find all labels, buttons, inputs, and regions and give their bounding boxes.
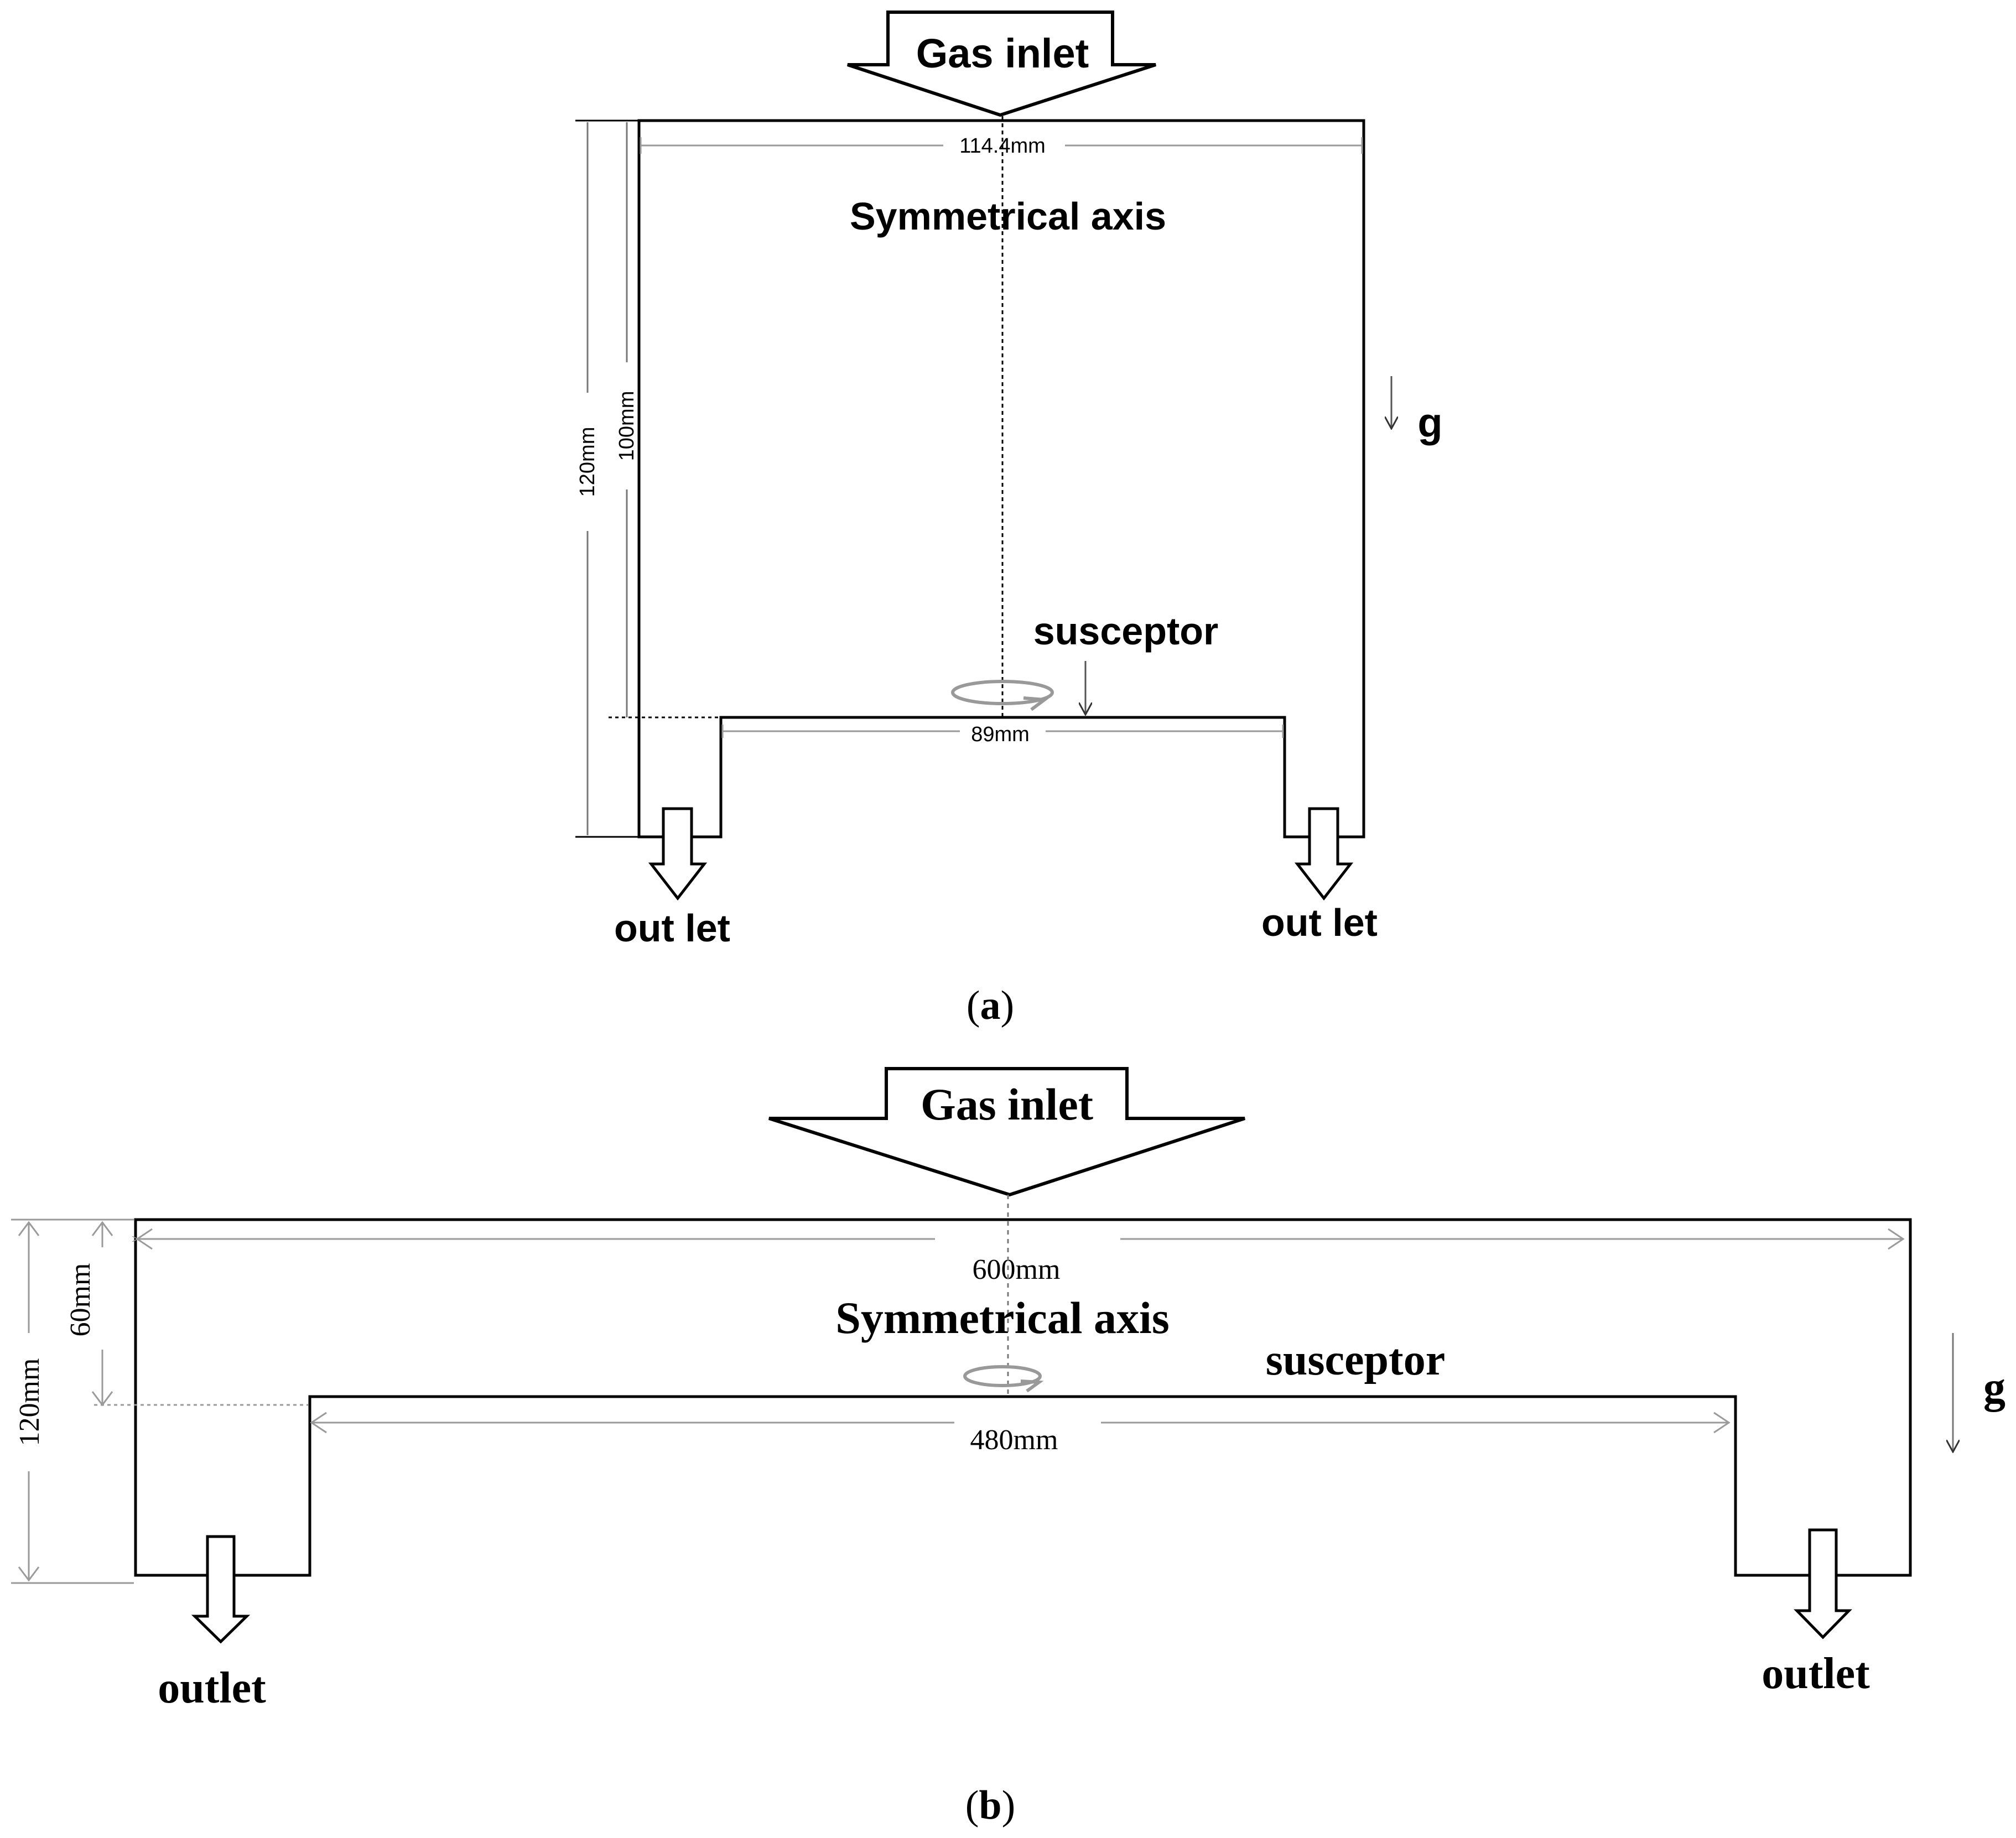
outlet-right-arrow-a [1294, 807, 1354, 901]
outlet-right-arrow-b [1794, 1528, 1852, 1639]
rotation-icon-b [963, 1365, 1044, 1393]
caption-a: (a) [967, 983, 1014, 1028]
dim-width-label-b: 600mm [973, 1254, 1061, 1285]
outlet-left-arrow-a [648, 807, 708, 901]
outlet-left-arrow-b [191, 1535, 251, 1644]
dim-susceptor-label-a: 89mm [971, 723, 1030, 746]
gas-inlet-label-b: Gas inlet [921, 1079, 1093, 1129]
rotation-icon-a [951, 680, 1054, 711]
dim-height-total-label-a: 120mm [576, 427, 599, 497]
outlet-left-label-a: out let [614, 907, 730, 950]
dim-height-upper-label-b: 60mm [65, 1263, 96, 1337]
symmetry-axis-label-a: Symmetrical axis [850, 195, 1166, 238]
outlet-right-label-b: outlet [1762, 1649, 1870, 1698]
panel-a: Gas inlet 114.4mm Symmetrical axis g 120… [575, 11, 1443, 1028]
dim-height-inner-label-a: 100mm [615, 391, 638, 461]
dim-susceptor-label-b: 480mm [970, 1424, 1058, 1456]
gas-inlet-arrow-b [768, 1067, 1245, 1197]
gas-inlet-label-a: Gas inlet [916, 30, 1089, 76]
susceptor-label-b: susceptor [1266, 1336, 1445, 1384]
caption-b: (b) [965, 1783, 1015, 1828]
outlet-left-label-b: outlet [158, 1664, 266, 1712]
dim-height-total-label-b: 120mm [14, 1358, 45, 1446]
susceptor-label-a: susceptor [1033, 610, 1219, 653]
symmetry-axis-label-b: Symmetrical axis [835, 1293, 1169, 1343]
gravity-label-b: g [1983, 1363, 2005, 1412]
gravity-label-a: g [1417, 400, 1442, 446]
outlet-right-label-a: out let [1261, 901, 1378, 944]
gas-inlet-arrow-a [847, 11, 1156, 117]
panel-b: Gas inlet 600mm Symmetrical axis suscept… [11, 1067, 2005, 1828]
chamber-outline-b [134, 1218, 1912, 1577]
